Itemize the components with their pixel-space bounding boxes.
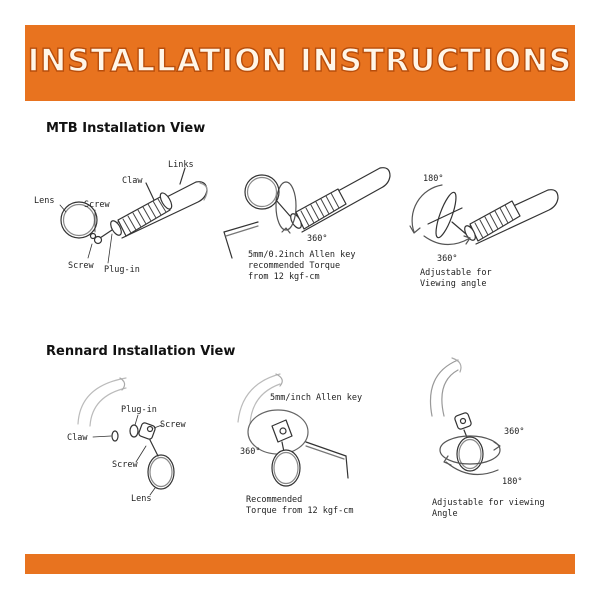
page-title: INSTALLATION INSTRUCTIONS xyxy=(27,42,573,79)
mtb-label-claw: Claw xyxy=(122,176,143,186)
mtb-label-360: 360° xyxy=(307,234,328,244)
mtb-label-screw-bottom: Screw xyxy=(68,261,94,271)
rennard-caption-adjustable: Adjustable for viewing Angle xyxy=(432,498,545,519)
rennard-label-claw: Claw xyxy=(67,433,88,443)
rennard-label-screw-bottom: Screw xyxy=(112,460,138,470)
mtb-step1-illustration xyxy=(59,167,208,264)
rennard-label-360: 360° xyxy=(240,447,261,457)
mtb-caption-adjustable: Adjustable for Viewing angle xyxy=(420,268,492,289)
rennard-label-360-adjust: 360° xyxy=(504,427,525,437)
footer-bar xyxy=(25,554,575,574)
rennard-caption-torque: Recommended Torque from 12 kgf-cm xyxy=(246,495,354,516)
rennard-step1-illustration xyxy=(77,377,175,496)
mtb-label-360-adjust: 360° xyxy=(437,254,458,264)
mtb-label-plug-in: Plug-in xyxy=(104,265,140,275)
mtb-section-title: MTB Installation View xyxy=(46,121,206,136)
header-banner: INSTALLATION INSTRUCTIONS xyxy=(25,25,575,101)
mtb-label-180: 180° xyxy=(423,174,444,184)
rennard-section-title: Rennard Installation View xyxy=(46,344,236,359)
rennard-label-lens: Lens xyxy=(131,494,152,504)
rennard-label-allen-key: 5mm/inch Allen key xyxy=(270,393,363,403)
rennard-label-180: 180° xyxy=(502,477,523,487)
rennard-label-plug-in: Plug-in xyxy=(121,405,157,415)
mtb-label-links: Links xyxy=(168,160,194,170)
mtb-step2-illustration xyxy=(223,167,391,259)
mtb-caption-allen-key: 5mm/0.2inch Allen key recommended Torque… xyxy=(248,250,356,282)
rennard-label-screw-top: Screw xyxy=(160,420,186,430)
mtb-label-screw-top: Screw xyxy=(84,200,110,210)
mtb-label-lens: Lens xyxy=(34,196,55,206)
mtb-step3-illustration xyxy=(409,184,559,246)
rennard-step3-illustration xyxy=(429,357,501,476)
rennard-step2-illustration xyxy=(237,373,349,487)
